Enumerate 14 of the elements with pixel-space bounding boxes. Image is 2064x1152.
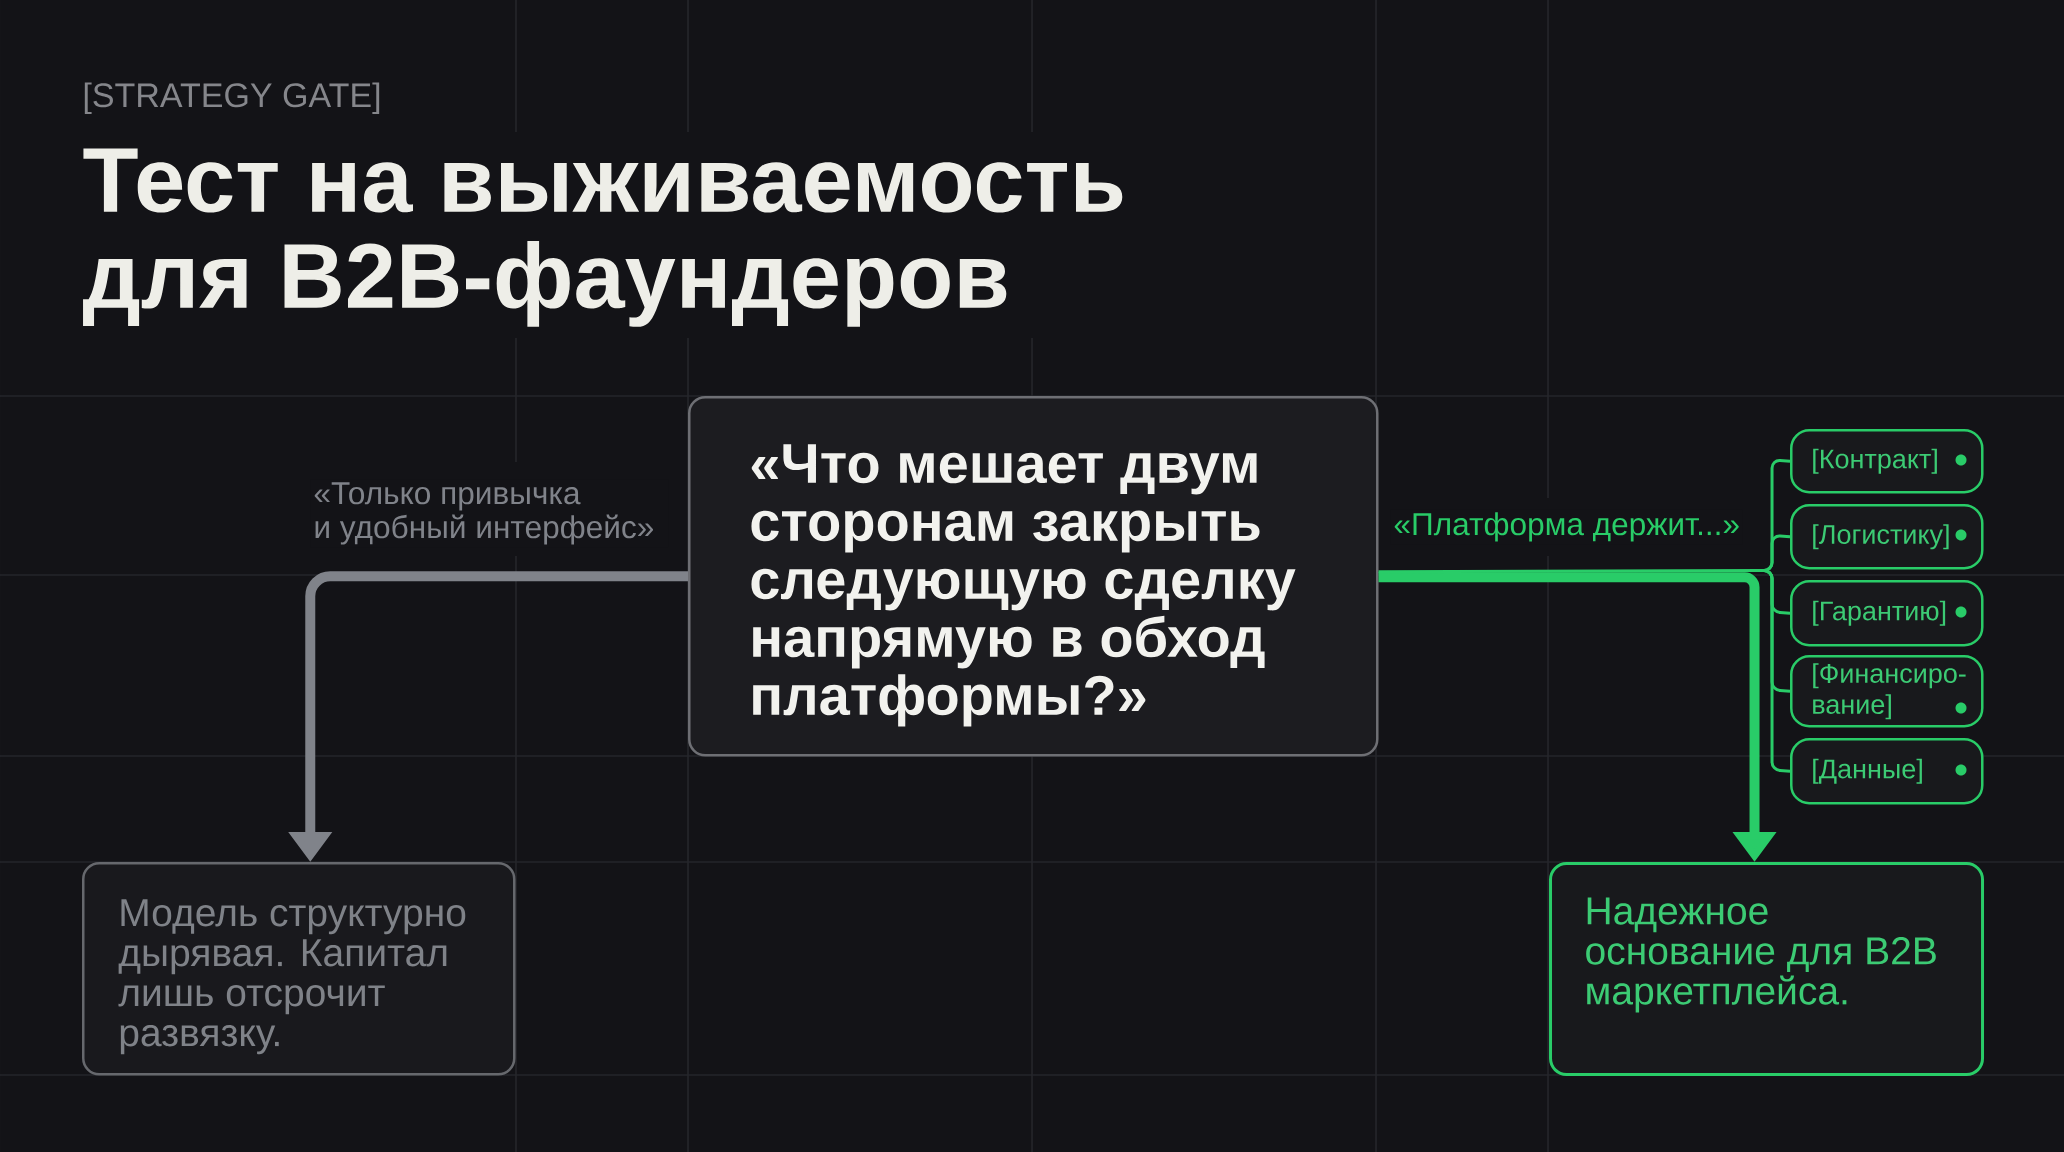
outcome-box: Надежное основание для B2B маркетплейса. bbox=[1549, 862, 1985, 1076]
outcome-box: Модель структурно дырявая. Капитал лишь отсрочит развязку. bbox=[82, 862, 516, 1076]
title: Тест на выживаемость для B2B-фаундеров bbox=[83, 148, 1123, 327]
question-box: «Что мешает двум сторонам закрыть следующую сделку напрямую в обход платформы?» bbox=[688, 396, 1379, 757]
edge-label: «Платформа держит...» bbox=[1390, 509, 1743, 545]
tag-pill: [Финансиро- вание] bbox=[1790, 655, 1984, 728]
tag-pill: [Контракт] bbox=[1790, 429, 1984, 494]
tag-pill: [Логистику] bbox=[1790, 504, 1984, 570]
tag-pill: [Данные] bbox=[1790, 738, 1984, 805]
connector-line bbox=[1378, 569, 1761, 574]
tag-pill: [Гарантию] bbox=[1790, 580, 1984, 647]
connector-line bbox=[1760, 569, 1791, 773]
edge-label: «Только привычка и удобный интерфейс» bbox=[310, 479, 669, 548]
section-label: [STRATEGY GATE] bbox=[84, 82, 380, 115]
